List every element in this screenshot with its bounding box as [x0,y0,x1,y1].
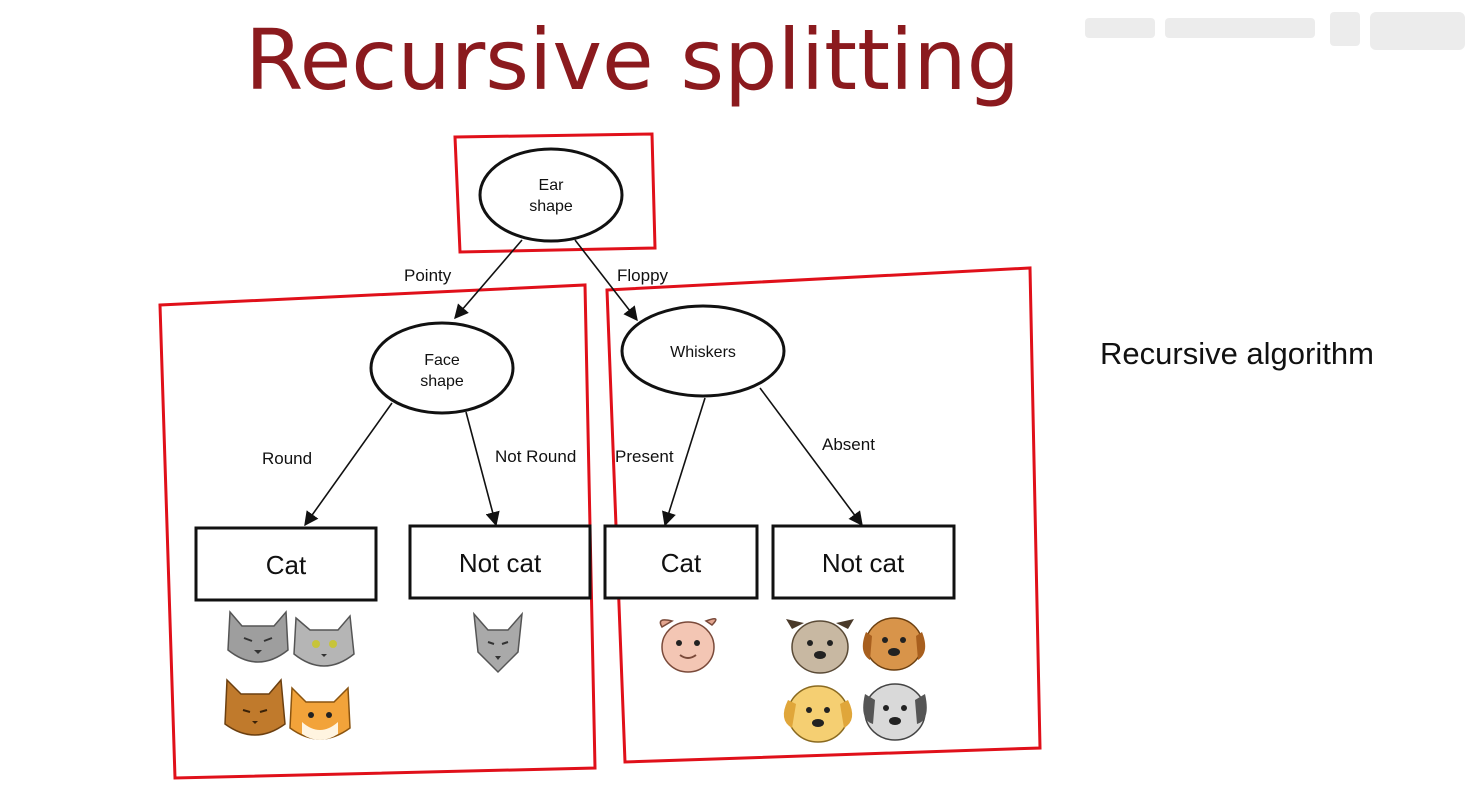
right-subtree-frame [605,266,1042,764]
whiskers-label: Whiskers [670,344,736,361]
face-shape-label-line2: shape [420,373,464,390]
edge-label-round: Round [262,449,312,468]
edge-not-round [465,411,500,527]
leaf-box-not-cat-left [408,524,592,600]
edge-pointy [454,239,523,320]
cat-icon [293,614,355,667]
edge-label-not-round: Not Round [495,447,576,466]
leaf-box-cat-left [194,526,378,602]
cat-icon [224,678,286,736]
leaf-label-not-cat-right: Not cat [822,548,905,578]
dog-icon [862,617,926,671]
edge-label-floppy: Floppy [617,266,669,285]
cat-icon [227,610,289,663]
watermark-logo [1085,12,1465,50]
edge-label-present: Present [615,447,674,466]
slide-title: Recursive splitting [245,11,1020,109]
root-node-ear-shape [478,147,624,243]
edge-absent [759,387,863,527]
recursive-algorithm-note: Recursive algorithm [1100,336,1374,371]
cat-icon [289,686,351,740]
dog-icon [783,685,853,743]
leaf-box-cat-right [603,524,759,600]
leaf-box-not-cat-right [771,524,956,600]
dog-icon [863,683,927,741]
leaf-label-cat-right: Cat [661,548,702,578]
edge-label-pointy: Pointy [404,266,452,285]
root-node-label-line2: shape [529,198,573,215]
cat-icon [473,611,523,674]
root-highlight-frame [453,132,657,254]
face-shape-node [369,321,515,415]
leaf-label-cat-left: Cat [266,550,307,580]
leaf-label-not-cat-left: Not cat [459,548,542,578]
edge-round [304,402,393,527]
dog-icon [659,618,717,673]
edge-floppy [574,239,638,322]
dog-icon [786,619,854,674]
edge-present [662,397,706,527]
edge-label-absent: Absent [822,435,875,454]
root-node-label-line1: Ear [539,177,565,194]
whiskers-node [620,304,786,398]
left-subtree-frame [158,283,597,780]
face-shape-label-line1: Face [424,352,460,369]
